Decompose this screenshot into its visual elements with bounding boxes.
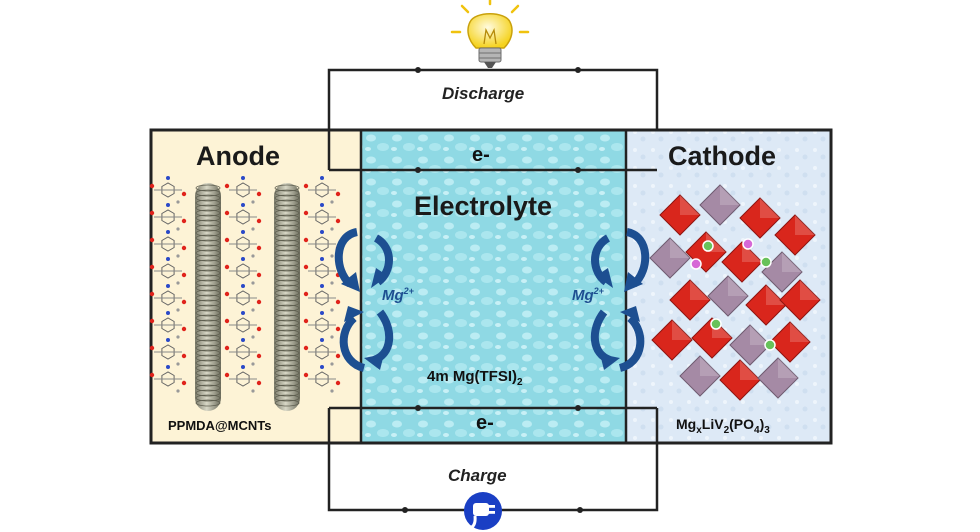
cathode-title: Cathode	[668, 141, 776, 171]
circuit-nodes-top	[415, 67, 581, 173]
electrolyte-formula: 4m Mg(TFSI)2	[427, 368, 523, 388]
formula-subscript: 2	[723, 424, 730, 436]
formula-text: Mg	[676, 416, 697, 432]
anode-title: Anode	[196, 141, 280, 171]
anode-polymer-structure	[149, 176, 341, 393]
ion-cycle-arrows-left	[334, 228, 394, 372]
formula-text: LiV	[701, 416, 724, 432]
formula-subscript: 3	[764, 424, 770, 436]
discharge-label: Discharge	[442, 84, 525, 103]
cathode-formula: MgxLiV2(PO4)3	[676, 416, 770, 436]
electron-label-top: e-	[472, 144, 490, 166]
cell-frame	[149, 128, 833, 445]
mg-ion-label-left: Mg2+	[382, 286, 414, 304]
anode-material-label: PPMDA@MCNTs	[168, 418, 272, 433]
light-bulb-icon	[450, 0, 530, 68]
carbon-nanotube-right	[274, 183, 300, 411]
discharge-circuit	[327, 68, 659, 172]
formula-subscript: 4	[754, 424, 760, 436]
mg-ion-label-right: Mg2+	[572, 286, 604, 304]
formula-text: (PO	[729, 416, 755, 432]
cathode-crystal-structure	[649, 184, 821, 401]
ion-cycle-arrowheads-left	[341, 268, 388, 370]
electron-label-bottom: e-	[476, 412, 494, 434]
formula-subscript: x	[696, 424, 702, 436]
carbon-nanotube-left	[195, 183, 221, 411]
charge-label: Charge	[448, 466, 507, 485]
circuit-nodes-bottom	[402, 405, 583, 513]
electrolyte-panel	[361, 130, 626, 443]
anode-panel	[151, 130, 361, 443]
ion-cycle-arrowheads-right	[596, 268, 643, 370]
formula-text: )	[759, 416, 765, 432]
electrolyte-title: Electrolyte	[414, 191, 553, 221]
power-plug-icon	[464, 492, 502, 530]
